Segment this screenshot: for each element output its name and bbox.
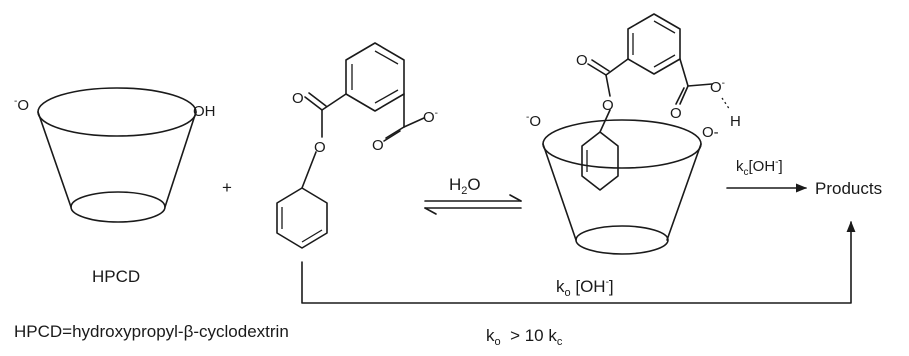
products-label: Products xyxy=(815,179,882,198)
catalyzed-rate-label: kc[OH-] xyxy=(736,157,783,178)
complex-carboxylate-oxygen-1: O xyxy=(670,105,682,122)
complex-ester-bridge-oxygen: O xyxy=(602,97,614,114)
hpcd-left-oxygen: -O xyxy=(14,96,29,114)
complex-carboxylate-oxygen-2: O- xyxy=(710,78,725,96)
hpcd-right-oh: OH xyxy=(193,103,216,120)
equilibrium-condition: H2O xyxy=(449,175,481,197)
rate-relation: ko > 10 kc xyxy=(486,326,563,348)
carboxylate-oxygen-1: O xyxy=(372,137,384,154)
complex-left-oxygen: -O xyxy=(526,112,541,130)
hpcd-definition: HPCD=hydroxypropyl-β-cyclodextrin xyxy=(14,322,289,341)
carboxylate-oxygen-2: O- xyxy=(423,108,438,126)
direct-rate-label: ko [OH-] xyxy=(556,277,614,299)
hpcd-label: HPCD xyxy=(92,267,140,286)
equilibrium-arrows xyxy=(424,194,522,215)
complex-guest xyxy=(581,13,731,191)
benzyl-phthalate-ester xyxy=(276,42,425,249)
direct-pathway-arrow xyxy=(301,220,856,304)
complex-hydrogen: H xyxy=(730,113,741,130)
ester-bridge-oxygen: O xyxy=(314,139,326,156)
plus-sign: + xyxy=(222,178,232,197)
hpcd-cone xyxy=(37,87,197,223)
complex-ester-carbonyl-oxygen: O xyxy=(576,52,588,69)
complex-cone xyxy=(542,119,702,255)
complex-right-oxygen: O- xyxy=(702,124,719,141)
ester-carbonyl-oxygen: O xyxy=(292,90,304,107)
